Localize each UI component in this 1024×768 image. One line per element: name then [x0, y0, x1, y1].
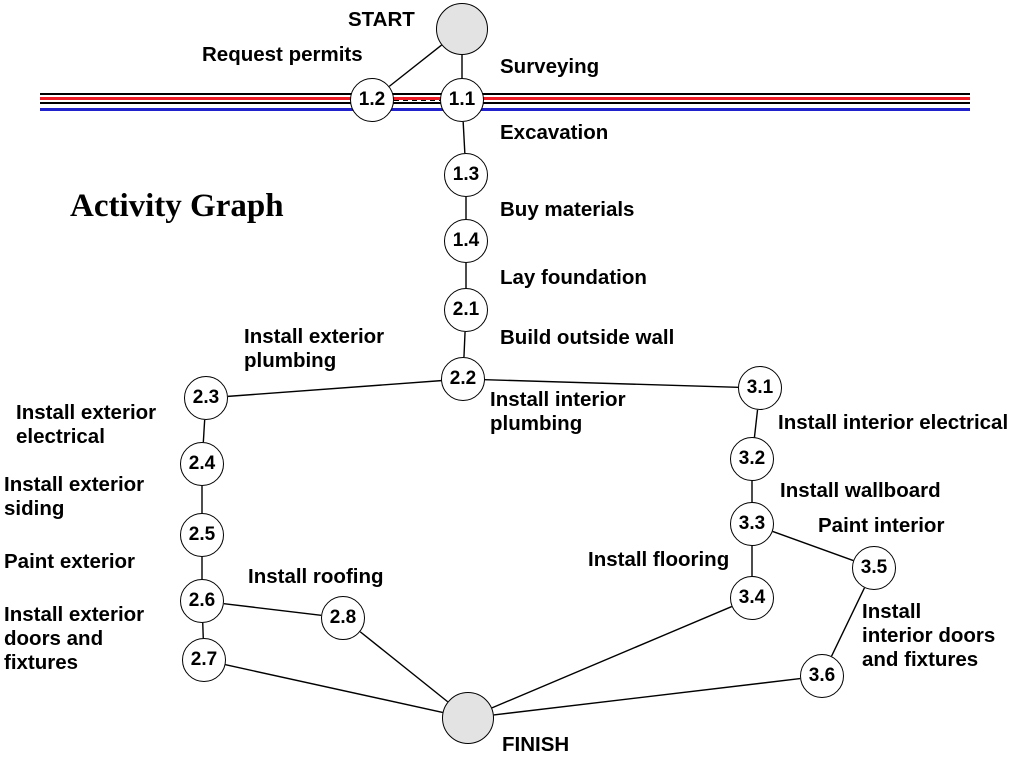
divider-rule-blue: [40, 108, 970, 111]
node-label-l-layfound: Lay foundation: [500, 266, 647, 289]
node-label-l-survey: Surveying: [500, 55, 600, 78]
graph-node-2.2[interactable]: 2.2: [441, 357, 485, 401]
node-label-l-extplumb: Install exterior plumbing: [244, 325, 385, 372]
edge-2.6-to-2.8: [223, 602, 322, 617]
node-label-l-paintext: Paint exterior: [4, 550, 136, 573]
graph-node-finish[interactable]: [442, 692, 494, 744]
edge-2.8-to-finish: [359, 631, 449, 703]
edge-1.1-to-1.3: [462, 121, 466, 154]
graph-node-2.6[interactable]: 2.6: [180, 579, 224, 623]
node-label-l-roofing: Install roofing: [248, 565, 384, 588]
node-label-l-extsid: Install exterior siding: [4, 473, 145, 520]
graph-node-3.6[interactable]: 3.6: [800, 654, 844, 698]
node-label-l-extdoors: Install exterior doors and fixtures: [4, 603, 145, 674]
edge-3.5-to-3.6: [830, 587, 866, 657]
edge-2.2-to-3.1: [484, 378, 739, 389]
divider-rule-black-top: [40, 93, 970, 95]
node-label-l-outwall: Build outside wall: [500, 326, 675, 349]
edge-2.6-to-2.7: [202, 622, 204, 639]
edge-3.4-to-finish: [491, 605, 733, 709]
edge-3.3-to-3.5: [772, 530, 854, 562]
graph-node-1.2[interactable]: 1.2: [350, 78, 394, 122]
graph-node-3.3[interactable]: 3.3: [730, 502, 774, 546]
node-label-l-paintint: Paint interior: [818, 514, 945, 537]
edge-2.2-to-2.3: [227, 379, 442, 398]
graph-node-2.4[interactable]: 2.4: [180, 442, 224, 486]
graph-node-2.1[interactable]: 2.1: [444, 288, 488, 332]
edge-2.7-to-finish: [225, 664, 443, 714]
graph-node-2.7[interactable]: 2.7: [182, 638, 226, 682]
edge-3.1-to-3.2: [753, 409, 759, 438]
graph-node-start[interactable]: [436, 3, 488, 55]
graph-node-1.4[interactable]: 1.4: [444, 219, 488, 263]
edge-2.3-to-2.4: [202, 419, 206, 443]
node-label-l-intplumb: Install interior plumbing: [490, 388, 626, 435]
graph-node-3.2[interactable]: 3.2: [730, 437, 774, 481]
node-label-l-buymat: Buy materials: [500, 198, 635, 221]
graph-node-3.1[interactable]: 3.1: [738, 366, 782, 410]
edge-start-to-1.2: [388, 44, 443, 87]
node-label-l-extelec: Install exterior electrical: [16, 401, 157, 448]
graph-node-2.5[interactable]: 2.5: [180, 513, 224, 557]
node-label-l-flooring: Install flooring: [588, 548, 730, 571]
edge-2.1-to-2.2: [463, 331, 466, 358]
divider-rule-red: [40, 97, 970, 100]
graph-node-1.1[interactable]: 1.1: [440, 78, 484, 122]
graph-node-3.4[interactable]: 3.4: [730, 576, 774, 620]
page-title: Activity Graph: [70, 188, 284, 224]
node-label-l-wallbrd: Install wallboard: [780, 479, 941, 502]
node-label-l-intelec: Install interior electrical: [778, 411, 1009, 434]
node-label-l-intdoors: Install interior doors and fixtures: [862, 600, 996, 671]
edge-3.6-to-finish: [493, 677, 801, 716]
graph-node-2.3[interactable]: 2.3: [184, 376, 228, 420]
graph-node-2.8[interactable]: 2.8: [321, 596, 365, 640]
node-label-l-permits: Request permits: [202, 43, 363, 66]
node-label-l-start: START: [348, 8, 415, 31]
node-label-l-excav: Excavation: [500, 121, 609, 144]
graph-node-1.3[interactable]: 1.3: [444, 153, 488, 197]
graph-node-3.5[interactable]: 3.5: [852, 546, 896, 590]
node-label-l-finish: FINISH: [502, 733, 570, 756]
divider-rule-black-middle: [40, 102, 970, 104]
